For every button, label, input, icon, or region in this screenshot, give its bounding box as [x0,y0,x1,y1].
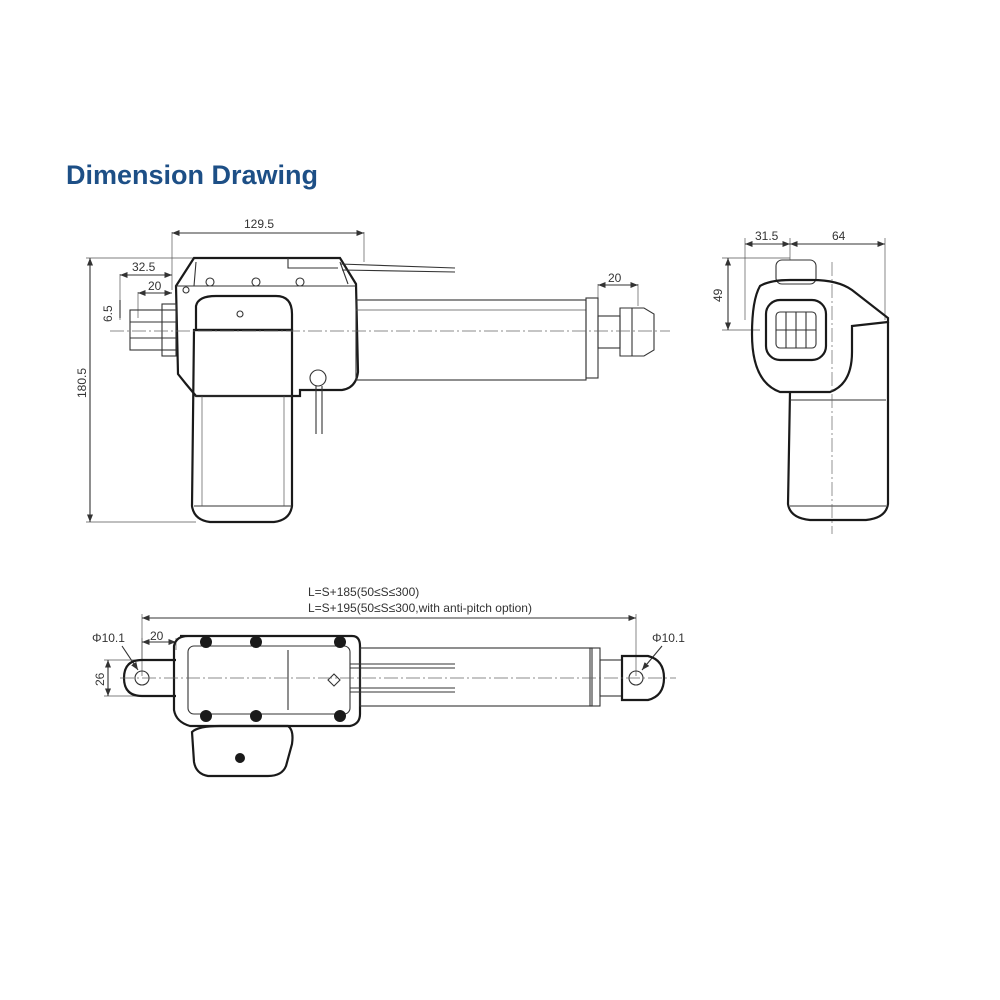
dim-top-width: 129.5 [244,217,274,231]
length-note-1: L=S+185(50≤S≤300) [308,585,419,599]
dim-offset: 32.5 [132,260,156,274]
dim-end-height: 49 [711,288,725,302]
length-note-2: L=S+195(50≤S≤300,with anti-pitch option) [308,601,532,615]
dim-end-left: 31.5 [755,229,779,243]
dim-height: 180.5 [75,368,89,398]
dim-hole-left: Φ10.1 [92,631,125,645]
top-view: L=S+185(50≤S≤300) L=S+195(50≤S≤300,with … [92,585,685,778]
dim-end-right: 64 [832,229,846,243]
dim-rod-end: 20 [608,271,622,285]
dim-hole-right: Φ10.1 [652,631,685,645]
page-title: Dimension Drawing [66,160,319,190]
side-view: 129.5 32.5 20 6.5 180.5 20 [75,217,670,524]
dim-top-height: 26 [93,672,107,686]
dim-small: 6.5 [101,305,115,322]
dim-shaft: 20 [148,279,162,293]
dim-top-offset: 20 [150,629,164,643]
end-view: 31.5 64 49 [711,229,890,534]
